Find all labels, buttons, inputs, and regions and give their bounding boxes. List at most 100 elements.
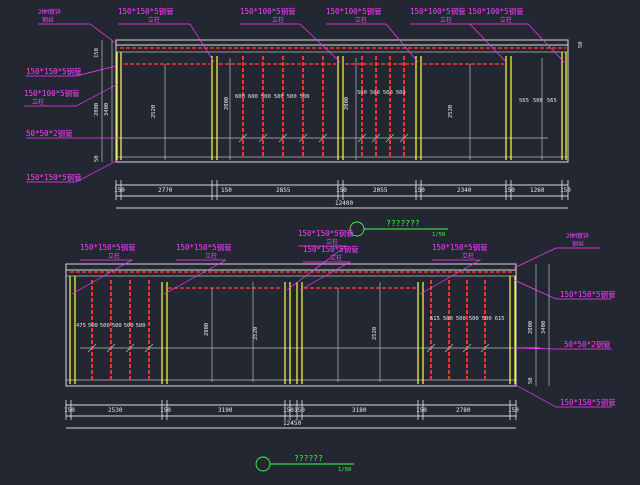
v-dim: 2800 xyxy=(344,97,350,110)
bottom-dim: 150 xyxy=(221,187,232,194)
bottom-dim: 150 xyxy=(283,407,294,414)
bottom-dim: 2530 xyxy=(108,407,123,414)
v-dim: 2800 xyxy=(204,323,210,336)
label: 立柱 xyxy=(440,16,452,24)
v-dim: 3400 xyxy=(541,321,547,334)
bottom-dim: 2855 xyxy=(276,187,291,194)
section-symbol xyxy=(255,456,271,472)
bottom-dim: 2770 xyxy=(158,187,173,194)
leader xyxy=(513,247,600,269)
v-dim: 3400 xyxy=(104,103,110,116)
bottom-dim: 3180 xyxy=(352,407,367,414)
v-dim: 2800 xyxy=(94,103,100,116)
view-scale: 1/50 xyxy=(338,467,351,473)
label: 150*150*5钢管 xyxy=(298,228,354,238)
label: 150*100*5钢管 xyxy=(410,6,466,16)
v-dim: 2520 xyxy=(253,327,259,340)
leader xyxy=(513,279,612,300)
total-dim: 12400 xyxy=(335,200,353,207)
bottom-dim: 150 xyxy=(414,187,425,194)
frame-outline xyxy=(115,39,569,163)
label: 150*100*5钢管 xyxy=(240,6,296,16)
v-dim: 2520 xyxy=(372,327,378,340)
label: 立柱 xyxy=(462,252,474,260)
bottom-dim: 150 xyxy=(416,407,427,414)
v-dim: 2520 xyxy=(151,105,157,118)
label: 150*150*5钢管 xyxy=(303,244,359,254)
bar-slashes xyxy=(87,343,490,353)
leader xyxy=(24,83,119,107)
leader xyxy=(38,23,118,45)
label: 150*100*5钢管 xyxy=(24,88,80,98)
label: 150*100*5钢管 xyxy=(326,6,382,16)
view-title: ??????? xyxy=(386,219,420,228)
label: 150*150*5钢管 xyxy=(432,242,488,252)
v-dim: 2520 xyxy=(448,105,454,118)
label: 立柱 xyxy=(272,16,284,24)
leader xyxy=(240,23,341,63)
leader xyxy=(513,383,612,408)
bottom-dim: 2340 xyxy=(457,187,472,194)
total-dim: 12450 xyxy=(283,420,301,427)
leader xyxy=(468,23,565,63)
label: 立柱 xyxy=(205,252,217,260)
v-dim: 2800 xyxy=(528,321,534,334)
v-dim: 50 xyxy=(528,377,534,384)
label: 立柱 xyxy=(148,16,160,24)
label: 立柱 xyxy=(108,252,120,260)
leader xyxy=(26,65,117,77)
leader xyxy=(419,259,482,295)
label: 150*150*5钢管 xyxy=(80,242,136,252)
bottom-dim: 150 xyxy=(64,407,75,414)
bottom-dim: 150 xyxy=(160,407,171,414)
leader xyxy=(410,23,507,63)
bottom-dim: 1260 xyxy=(530,187,545,194)
label: 立柱 xyxy=(355,16,367,24)
leader xyxy=(299,261,352,291)
dim-ticks xyxy=(65,400,517,420)
v-dim: 150 xyxy=(94,48,100,58)
label: 50*50*2钢管 xyxy=(26,128,73,138)
leader xyxy=(286,245,348,291)
bottom-dim: 150 xyxy=(504,187,515,194)
label: 钢丝 xyxy=(42,16,54,24)
bottom-dim: 2780 xyxy=(456,407,471,414)
label: 150*150*5钢管 xyxy=(26,66,82,76)
label: 钢丝 xyxy=(572,240,584,248)
bottom-dim: 150 xyxy=(114,187,125,194)
leader xyxy=(118,23,215,63)
label: 150*150*5钢管 xyxy=(26,172,82,182)
bottom-dim: 150 xyxy=(336,187,347,194)
bottom-dim: 2055 xyxy=(373,187,388,194)
leader xyxy=(513,347,612,350)
label: 立柱 xyxy=(330,254,342,262)
dim-ticks xyxy=(115,180,569,200)
bottom-dim: 3190 xyxy=(218,407,233,414)
leader xyxy=(163,259,227,295)
bottom-dim: 150 xyxy=(294,407,305,414)
label: 立柱 xyxy=(32,98,44,106)
bar-slashes xyxy=(238,133,409,143)
label: 立柱 xyxy=(500,16,512,24)
leader xyxy=(326,23,419,63)
label: 150*150*5钢管 xyxy=(560,289,616,299)
label: 150*150*5钢管 xyxy=(560,397,616,407)
label: 50*50*2钢管 xyxy=(564,339,611,349)
v-dim: 2800 xyxy=(224,97,230,110)
frame-outline xyxy=(65,263,517,387)
label: 2MM镀锌 xyxy=(566,232,589,240)
bottom-dim: 150 xyxy=(508,407,519,414)
bottom-dim: 150 xyxy=(560,187,571,194)
leader xyxy=(26,159,119,183)
label: 150*100*5钢管 xyxy=(468,6,524,16)
v-dim: 50 xyxy=(578,41,584,48)
view-scale: 1/50 xyxy=(432,232,445,238)
label: 150*150*5钢管 xyxy=(118,6,174,16)
